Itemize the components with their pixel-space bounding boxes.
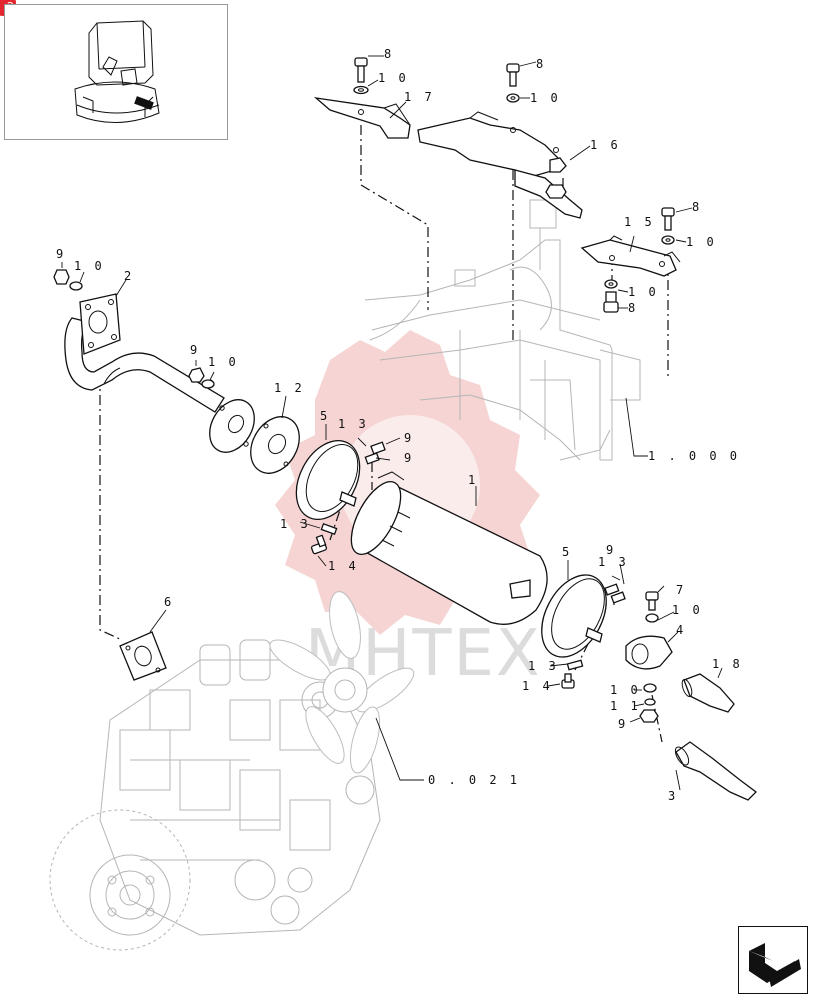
next-page-button[interactable] <box>738 926 808 994</box>
callout-11: 1 1 <box>610 699 641 713</box>
callout-13: 1 3 <box>598 555 629 569</box>
callout-10: 1 0 <box>530 91 561 105</box>
callout-17: 1 7 <box>404 90 435 104</box>
muffler-band-5-left[interactable] <box>284 430 373 530</box>
bolt-8-right-upper[interactable] <box>661 207 675 231</box>
washer-10-mid[interactable] <box>201 379 215 389</box>
bolt-8-right-lower[interactable] <box>603 291 619 313</box>
washer-10-top-left[interactable] <box>353 85 369 95</box>
washer-10-lower[interactable] <box>643 683 657 693</box>
callout-9: 9 <box>606 543 616 557</box>
callout-1-000: 1 . 0 0 0 <box>648 449 740 463</box>
nut-9-lower[interactable] <box>639 709 659 723</box>
callout-7: 7 <box>676 583 686 597</box>
callout-8: 8 <box>692 200 702 214</box>
bolt-14-left[interactable] <box>310 534 328 555</box>
callout-15: 1 5 <box>624 215 655 229</box>
callout-16: 1 6 <box>590 138 621 152</box>
callout-10: 1 0 <box>672 603 703 617</box>
outlet-flange-4[interactable] <box>625 635 673 670</box>
machine-locator-thumbnail[interactable] <box>4 4 228 140</box>
callout-2: 2 <box>124 269 134 283</box>
bolt-13-right-lower[interactable] <box>566 659 584 671</box>
callout-6: 6 <box>164 595 174 609</box>
arrow-icon <box>749 943 801 987</box>
callout-10: 1 0 <box>628 285 659 299</box>
tail-pipe-3[interactable] <box>673 741 757 801</box>
callout-5: 5 <box>320 409 330 423</box>
washer-10-right-upper[interactable] <box>661 235 675 245</box>
callout-10: 1 0 <box>74 259 105 273</box>
washer-10-left[interactable] <box>69 281 83 291</box>
part-callouts: 8 1 0 1 7 8 1 0 1 6 8 1 5 1 0 1 0 8 9 1 … <box>56 47 743 803</box>
bolt-13-upper[interactable] <box>364 441 386 465</box>
bolt-7[interactable] <box>645 591 659 611</box>
callout-9: 9 <box>404 451 414 465</box>
tail-pipe-18[interactable] <box>680 673 735 713</box>
muffler-1[interactable] <box>341 471 548 625</box>
callout-0-021: 0 . 0 2 1 <box>428 773 520 787</box>
nut-9-left[interactable] <box>53 269 70 285</box>
washer-11[interactable] <box>644 698 656 706</box>
callout-10: 1 0 <box>610 683 641 697</box>
callout-10: 1 0 <box>378 71 409 85</box>
bolt-8-top-center[interactable] <box>506 63 520 87</box>
nut-9-mid[interactable] <box>188 367 205 383</box>
callout-12: 1 2 <box>274 381 305 395</box>
callout-13: 1 3 <box>528 659 559 673</box>
callout-13: 1 3 <box>338 417 369 431</box>
bracket-15[interactable] <box>580 235 681 277</box>
callout-8: 8 <box>536 57 546 71</box>
callout-9: 9 <box>404 431 414 445</box>
callout-9: 9 <box>618 717 628 731</box>
leader-lines <box>61 55 723 791</box>
callout-9: 9 <box>190 343 200 357</box>
gasket-12[interactable] <box>241 408 309 482</box>
bolt-13-lower[interactable] <box>320 522 338 536</box>
callout-3: 3 <box>668 789 678 803</box>
callout-13: 1 3 <box>280 517 311 531</box>
washer-10-outlet-top[interactable] <box>645 613 659 623</box>
nut-top-center[interactable] <box>545 184 567 199</box>
callout-14: 1 4 <box>522 679 553 693</box>
bolt-13-right[interactable] <box>604 583 626 604</box>
exhaust-pipe-2[interactable] <box>64 293 263 460</box>
cooling-fan-ghost <box>269 591 415 774</box>
callout-5: 5 <box>562 545 572 559</box>
callout-14: 1 4 <box>328 559 359 573</box>
bracket-16[interactable] <box>417 111 583 219</box>
bracket-17[interactable] <box>313 97 411 139</box>
callout-1: 1 <box>468 473 478 487</box>
bolt-8-top-left[interactable] <box>354 57 368 83</box>
callout-10: 1 0 <box>686 235 717 249</box>
machine-frame-ghost <box>364 199 641 461</box>
bolt-14-right[interactable] <box>561 673 575 689</box>
callout-4: 4 <box>676 623 686 637</box>
gasket-6[interactable] <box>119 631 167 681</box>
callout-9: 9 <box>56 247 66 261</box>
callout-18: 1 8 <box>712 657 743 671</box>
callout-8: 8 <box>628 301 638 315</box>
cab-thumbnail-drawing <box>74 20 160 123</box>
callout-10: 1 0 <box>208 355 239 369</box>
washer-10-top-center[interactable] <box>506 93 520 103</box>
washer-10-right-lower[interactable] <box>604 279 618 289</box>
muffler-band-5-right[interactable] <box>529 564 620 668</box>
callout-8: 8 <box>384 47 394 61</box>
